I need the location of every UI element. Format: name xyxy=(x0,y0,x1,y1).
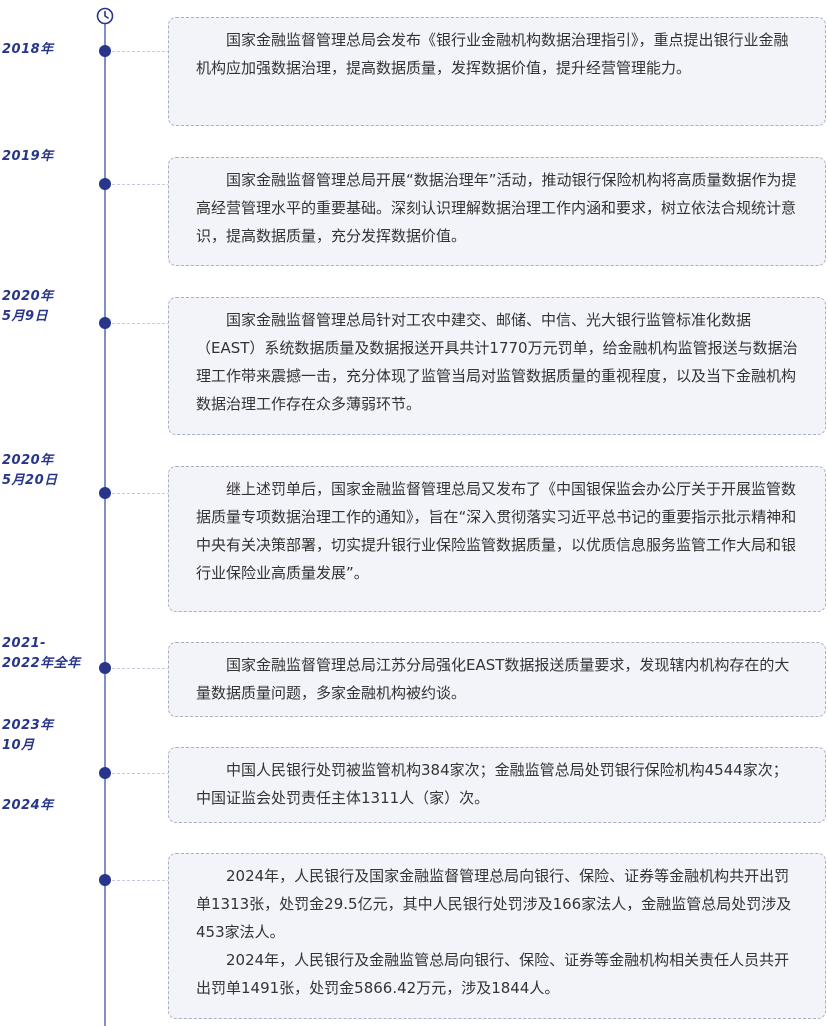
timeline-dot xyxy=(99,487,111,499)
timeline-connector xyxy=(112,323,170,324)
timeline-card: 国家金融监督管理总局针对工农中建交、邮储、中信、光大银行监管标准化数据（EAST… xyxy=(168,297,826,435)
card-paragraph: 继上述罚单后，国家金融监督管理总局又发布了《中国银保监会办公厅关于开展监管数据质… xyxy=(196,480,797,582)
timeline-card: 国家金融监督管理总局开展“数据治理年”活动，推动银行保险机构将高质量数据作为提高… xyxy=(168,157,826,266)
card-paragraph: 国家金融监督管理总局开展“数据治理年”活动，推动银行保险机构将高质量数据作为提高… xyxy=(196,171,797,245)
date-line: 2024年 xyxy=(2,798,54,813)
timeline-date: 2021- 2022年全年 xyxy=(2,634,81,674)
timeline-date: 2024年 xyxy=(2,796,54,816)
timeline-card: 中国人民银行处罚被监管机构384家次；金融监管总局处罚银行保险机构4544家次；… xyxy=(168,747,826,823)
timeline-date: 2023年 10月 xyxy=(2,716,54,756)
card-paragraph: 国家金融监督管理总局会发布《银行业金融机构数据治理指引》，重点提出银行业金融机构… xyxy=(196,31,789,77)
timeline-dot xyxy=(99,178,111,190)
date-line: 2018年 xyxy=(2,42,54,57)
date-line: 5月9日 xyxy=(2,309,49,324)
date-line: 2020年 xyxy=(2,289,54,304)
clock-icon xyxy=(96,7,114,25)
card-paragraph: 国家金融监督管理总局江苏分局强化EAST数据报送质量要求，发现辖内机构存在的大量… xyxy=(196,656,790,702)
date-line: 2019年 xyxy=(2,149,54,164)
card-paragraph: 2024年，人民银行及金融监管总局向银行、保险、证券等金融机构相关责任人员共开出… xyxy=(196,951,790,997)
timeline-dot xyxy=(99,317,111,329)
date-line: 2023年 xyxy=(2,718,54,733)
timeline-connector xyxy=(112,773,170,774)
timeline-date: 2018年 xyxy=(2,40,54,60)
timeline-card: 继上述罚单后，国家金融监督管理总局又发布了《中国银保监会办公厅关于开展监管数据质… xyxy=(168,466,826,612)
timeline-dot xyxy=(99,45,111,57)
date-line: 2022年全年 xyxy=(2,656,81,671)
timeline-date: 2020年 5月9日 xyxy=(2,287,54,327)
date-line: 2020年 xyxy=(2,453,54,468)
card-paragraph: 中国人民银行处罚被监管机构384家次；金融监管总局处罚银行保险机构4544家次；… xyxy=(196,761,788,807)
timeline-line xyxy=(104,24,106,1026)
timeline-connector xyxy=(112,880,170,881)
card-paragraph: 2024年，人民银行及国家金融监督管理总局向银行、保险、证券等金融机构共开出罚单… xyxy=(196,867,792,941)
timeline-dot xyxy=(99,767,111,779)
timeline-card: 2024年，人民银行及国家金融监督管理总局向银行、保险、证券等金融机构共开出罚单… xyxy=(168,853,826,1019)
timeline-connector xyxy=(112,51,170,52)
timeline-connector xyxy=(112,668,170,669)
timeline-card: 国家金融监督管理总局江苏分局强化EAST数据报送质量要求，发现辖内机构存在的大量… xyxy=(168,642,826,717)
timeline-card: 国家金融监督管理总局会发布《银行业金融机构数据治理指引》，重点提出银行业金融机构… xyxy=(168,17,826,126)
timeline-dot xyxy=(99,662,111,674)
date-line: 10月 xyxy=(2,738,35,753)
timeline-date: 2019年 xyxy=(2,147,54,167)
date-line: 2021- xyxy=(2,636,47,651)
timeline-date: 2020年 5月20日 xyxy=(2,451,58,491)
timeline-dot xyxy=(99,874,111,886)
timeline-connector xyxy=(112,493,170,494)
date-line: 5月20日 xyxy=(2,473,58,488)
timeline-connector xyxy=(112,184,170,185)
card-paragraph: 国家金融监督管理总局针对工农中建交、邮储、中信、光大银行监管标准化数据（EAST… xyxy=(196,311,798,413)
